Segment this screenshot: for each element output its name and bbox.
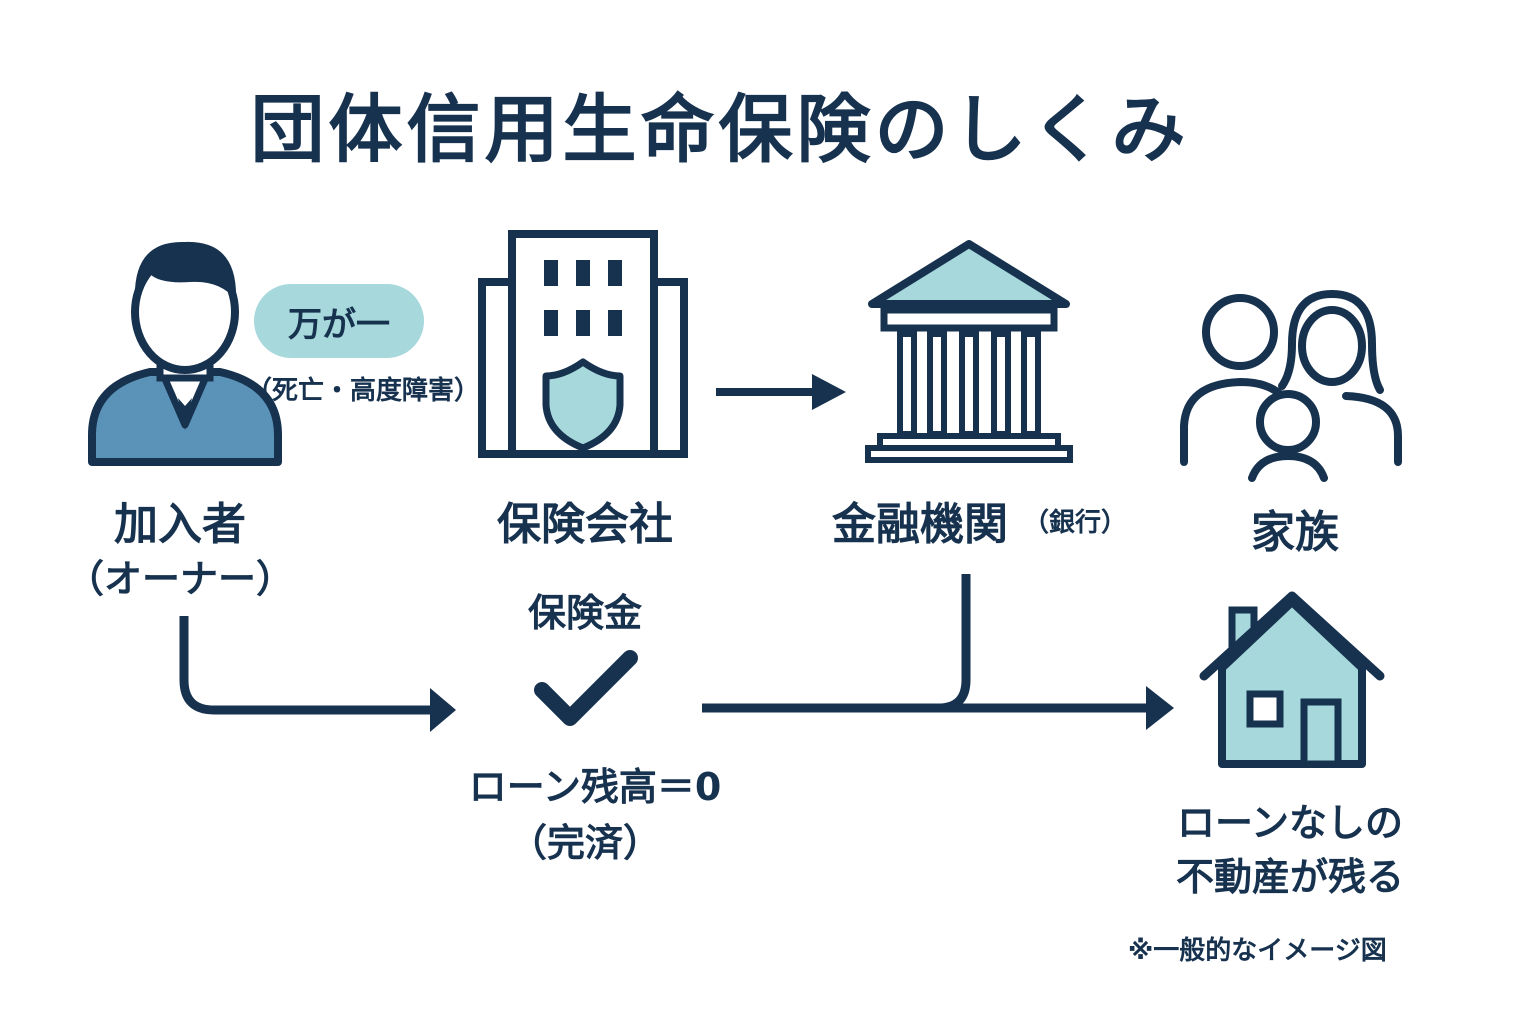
family-label: 家族	[1251, 507, 1339, 558]
member-to-loan-arrow-head	[430, 688, 456, 732]
loan-to-house-arrow-head	[1146, 686, 1174, 730]
page-title: 団体信用生命保険のしくみ	[250, 87, 1190, 173]
checkmark-icon	[534, 650, 638, 726]
result-line1: ローンなしの	[1176, 801, 1404, 845]
person-icon	[88, 241, 282, 466]
bank-sublabel: （銀行）	[1022, 508, 1127, 538]
family-icon	[1180, 290, 1402, 482]
member-label: 加入者	[114, 499, 246, 550]
emergency-detail: （死亡・高度障害）	[246, 376, 481, 406]
house-icon	[1199, 591, 1385, 768]
payout-label: 保険金	[527, 591, 642, 635]
loan-zero-sublabel: （完済）	[508, 821, 661, 865]
arrow-right-icon	[716, 374, 846, 410]
bank-connector-line	[937, 574, 971, 713]
emergency-badge: 万が一	[254, 284, 424, 358]
bank-icon	[865, 240, 1073, 463]
insurer-label: 保険会社	[497, 499, 673, 550]
building-shield-icon	[478, 230, 688, 458]
footnote: ※一般的なイメージ図	[1128, 936, 1387, 966]
member-to-loan-arrow-line	[179, 616, 436, 715]
bank-label: 金融機関	[832, 499, 1008, 550]
member-sublabel: （オーナー）	[65, 557, 294, 601]
loan-zero-label: ローン残高＝0	[468, 765, 722, 809]
result-line2: 不動産が残る	[1175, 855, 1404, 899]
